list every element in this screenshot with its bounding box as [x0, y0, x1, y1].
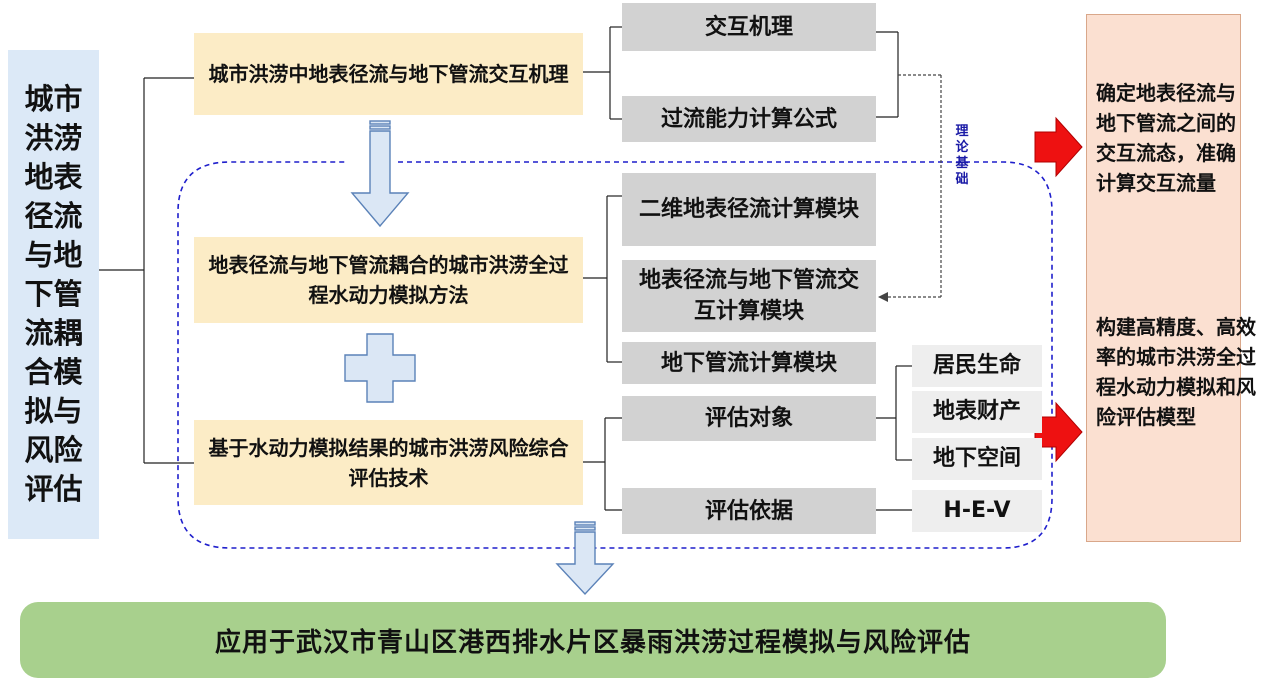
down-arrow-2 — [555, 521, 615, 596]
red-arrow-1 — [1034, 116, 1083, 178]
theory-label: 理论基础 — [955, 124, 969, 187]
risk-objects-box: 评估对象 — [622, 396, 876, 441]
simulation-module-label: 二维地表径流计算模块 — [638, 197, 859, 222]
application-box: 应用于武汉市青山区港西排水片区暴雨洪涝过程模拟与风险评估 — [20, 602, 1166, 678]
object-item: 地表财产 — [912, 391, 1042, 433]
simulation-section: 地表径流与地下管流耦合的城市洪涝全过程水动力模拟方法 — [194, 237, 583, 323]
objects-bracket — [876, 365, 912, 461]
theory-arrowhead — [878, 292, 888, 302]
simulation-module: 地下管流计算模块 — [622, 342, 876, 384]
mechanism-item-label: 过流能力计算公式 — [660, 106, 837, 132]
plus-icon — [344, 333, 416, 403]
risk-basis-box: 评估依据 — [622, 488, 876, 534]
result-2: 构建高精度、高效率的城市洪涝全过程水动力模拟和风险评估模型 — [1096, 315, 1256, 429]
result-1: 确定地表径流与地下管流之间的交互流态，准确计算交互流量 — [1096, 81, 1236, 195]
mechanism-section-label: 城市洪涝中地表径流与地下管流交互机理 — [208, 62, 569, 86]
risk-objects-label: 评估对象 — [704, 406, 793, 431]
object-item: 居民生命 — [912, 345, 1042, 387]
simulation-module: 二维地表径流计算模块 — [622, 173, 876, 246]
basis-item: H-E-V — [912, 490, 1042, 532]
risk-basis-label: 评估依据 — [704, 498, 793, 524]
mechanism-item-label: 交互机理 — [704, 14, 793, 40]
simulation-section-label: 地表径流与地下管流耦合的城市洪涝全过程水动力模拟方法 — [208, 253, 569, 307]
simulation-bracket — [583, 195, 622, 363]
results-panel — [1086, 14, 1241, 542]
title-bracket — [99, 77, 194, 464]
basis-item-label: H-E-V — [943, 498, 1011, 523]
object-item-label: 地下空间 — [932, 446, 1021, 471]
mechanism-section: 城市洪涝中地表径流与地下管流交互机理 — [194, 33, 583, 115]
dashed-frame — [177, 161, 1053, 549]
risk-bracket — [583, 417, 622, 511]
down-arrow-1 — [350, 120, 410, 228]
simulation-module: 地表径流与地下管流交互计算模块 — [622, 260, 876, 332]
object-item: 地下空间 — [912, 438, 1042, 480]
risk-section: 基于水动力模拟结果的城市洪涝风险综合评估技术 — [194, 420, 583, 505]
main-title: 城市洪涝地表径流与地下管流耦合模拟与风险评估 — [24, 82, 83, 506]
risk-section-label: 基于水动力模拟结果的城市洪涝风险综合评估技术 — [208, 435, 569, 490]
object-item-label: 地表财产 — [932, 399, 1021, 424]
application-label: 应用于武汉市青山区港西排水片区暴雨洪涝过程模拟与风险评估 — [214, 627, 971, 658]
mechanism-item: 过流能力计算公式 — [622, 96, 876, 142]
object-item-label: 居民生命 — [932, 353, 1021, 378]
simulation-module-label: 地表径流与地下管流交互计算模块 — [638, 268, 859, 324]
red-arrow-2 — [1034, 401, 1083, 463]
mechanism-item: 交互机理 — [622, 3, 876, 51]
theory-connector — [886, 74, 942, 298]
simulation-module-label: 地下管流计算模块 — [660, 350, 837, 376]
main-title-box: 城市洪涝地表径流与地下管流耦合模拟与风险评估 — [8, 50, 99, 539]
mechanism-bracket — [583, 26, 622, 120]
mechanism-side-bracket — [876, 31, 899, 118]
